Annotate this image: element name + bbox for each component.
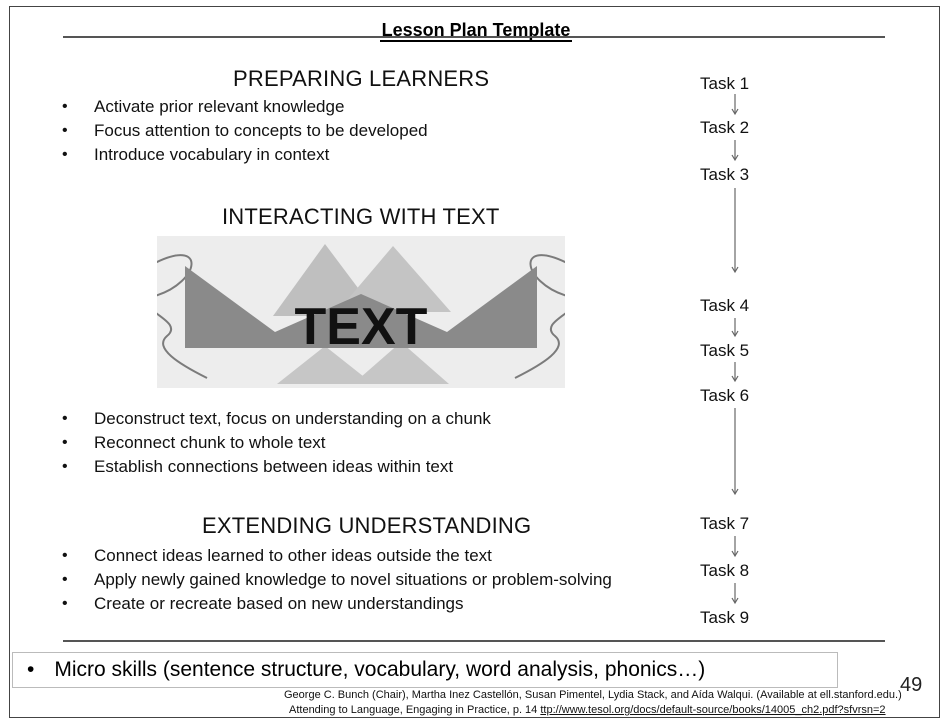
arrow-head-icon (731, 597, 739, 605)
citation-line-1: George C. Bunch (Chair), Martha Inez Cas… (284, 689, 902, 701)
text-crown-graphic: TEXT (157, 236, 565, 388)
heading-interacting-with-text: INTERACTING WITH TEXT (222, 204, 500, 229)
bullets-interacting: Deconstruct text, focus on understanding… (62, 407, 491, 479)
heading-extending-understanding: EXTENDING UNDERSTANDING (202, 513, 532, 538)
graphic-text-label: TEXT (295, 298, 428, 356)
arrow-head-icon (731, 375, 739, 383)
task-label: Task 5 (700, 341, 750, 360)
arrow-head-icon (731, 154, 739, 162)
bottom-rule (63, 640, 885, 642)
micro-skills-box: • Micro skills (sentence structure, vocab… (12, 652, 838, 688)
arrow-head-icon (731, 330, 739, 338)
task-label: Task 7 (700, 514, 750, 533)
task-label: Task 8 (700, 561, 750, 580)
task-label: Task 9 (700, 608, 750, 627)
list-item: Reconnect chunk to whole text (62, 431, 491, 455)
list-item: Activate prior relevant knowledge (62, 95, 428, 119)
page-title: Lesson Plan Template (379, 20, 573, 42)
task-arrows (731, 94, 739, 605)
list-item: Focus attention to concepts to be develo… (62, 119, 428, 143)
task-label: Task 3 (700, 165, 750, 184)
arrow-head-icon (731, 266, 739, 274)
list-item: Connect ideas learned to other ideas out… (62, 544, 612, 568)
task-label: Task 1 (700, 74, 750, 93)
list-item: Establish connections between ideas with… (62, 455, 491, 479)
bullets-extending: Connect ideas learned to other ideas out… (62, 544, 612, 616)
citation-source: Attending to Language, Engaging in Pract… (289, 704, 541, 716)
task-label: Task 6 (700, 386, 750, 405)
task-label: Task 4 (700, 296, 750, 315)
list-item: Apply newly gained knowledge to novel si… (62, 568, 612, 592)
bullet-icon: • (27, 658, 35, 681)
arrow-head-icon (731, 488, 739, 496)
citation-link[interactable]: ttp://www.tesol.org/docs/default-source/… (540, 704, 886, 716)
top-rule (63, 36, 885, 38)
arrow-head-icon (731, 550, 739, 558)
task-label: Task 2 (700, 118, 750, 137)
bullets-preparing: Activate prior relevant knowledge Focus … (62, 95, 428, 167)
micro-skills-text: Micro skills (sentence structure, vocabu… (54, 658, 706, 681)
arrow-head-icon (731, 108, 739, 116)
list-item: Introduce vocabulary in context (62, 143, 428, 167)
list-item: Deconstruct text, focus on understanding… (62, 407, 491, 431)
page-number: 49 (900, 674, 923, 696)
citation-line-2: Attending to Language, Engaging in Pract… (289, 704, 886, 716)
slide-frame (9, 6, 940, 718)
heading-preparing-learners: PREPARING LEARNERS (233, 66, 490, 91)
list-item: Create or recreate based on new understa… (62, 592, 612, 616)
